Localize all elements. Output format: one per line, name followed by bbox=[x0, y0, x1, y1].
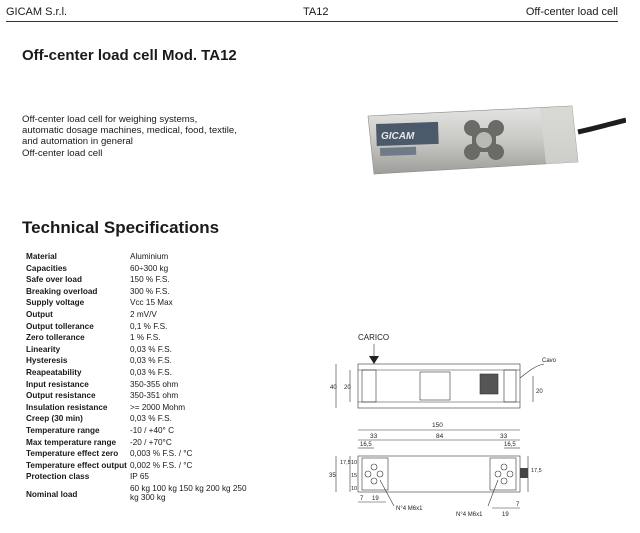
dim-33-right: 33 bbox=[500, 433, 508, 440]
thread-callout-right: N°4 M6x1 bbox=[456, 512, 483, 518]
spec-value: -20 / +70°C bbox=[130, 437, 172, 447]
model-code: TA12 bbox=[303, 6, 329, 18]
description-line: and automation in general bbox=[22, 136, 133, 148]
spec-value: Aluminium bbox=[130, 252, 169, 261]
spec-value: -10 / +40° C bbox=[130, 425, 175, 435]
dim-40: 40 bbox=[330, 385, 337, 391]
thread-callout-left: N°4 M6x1 bbox=[396, 506, 423, 512]
dim-35: 35 bbox=[329, 473, 336, 479]
specs-heading: Technical Specifications bbox=[22, 218, 220, 237]
spec-label: Zero tollerance bbox=[26, 333, 85, 343]
spec-value: >= 2000 Mohm bbox=[130, 402, 186, 412]
spec-label: Output resistance bbox=[26, 391, 96, 401]
description-line: automatic dosage machines, medical, food… bbox=[22, 125, 237, 137]
dim-84: 84 bbox=[436, 433, 444, 440]
spec-label: Capacities bbox=[26, 263, 67, 273]
spec-label: Insulation resistance bbox=[26, 402, 108, 412]
dim-17-5-right: 17,5 bbox=[531, 468, 542, 474]
description-line: Off-center load cell for weighing system… bbox=[22, 114, 198, 125]
spec-label: Reapeatability bbox=[26, 367, 82, 377]
spec-label: Output bbox=[26, 309, 53, 319]
load-arrow-icon bbox=[369, 356, 379, 364]
description-line: Off-center load cell bbox=[22, 147, 103, 159]
spec-label: Input resistance bbox=[26, 379, 89, 389]
load-cell-photo: GICAM bbox=[367, 105, 626, 175]
spec-value: 0,002 % F.S. / °C bbox=[130, 460, 193, 470]
spec-value: 0,03 % F.S. bbox=[130, 367, 172, 377]
company-name: GICAM S.r.l. bbox=[6, 6, 68, 18]
dim-150: 150 bbox=[432, 422, 443, 429]
dim-10-top: 10 bbox=[351, 460, 357, 466]
page-title: Off-center load cell Mod. TA12 bbox=[22, 47, 237, 64]
spec-label: Output tollerance bbox=[26, 321, 94, 331]
spec-value: 150 % F.S. bbox=[130, 275, 170, 285]
spec-label: Breaking overload bbox=[26, 286, 98, 296]
dim-19-left: 19 bbox=[372, 496, 379, 502]
spec-value: 0,03 % F.S. bbox=[130, 344, 172, 354]
spec-value: 2 mV/V bbox=[130, 309, 157, 319]
product-category: Off-center load cell bbox=[525, 6, 618, 18]
spec-value: 0,1 % F.S. bbox=[130, 321, 168, 331]
spec-label: Temperature range bbox=[26, 425, 100, 435]
spec-label: Safe over load bbox=[26, 275, 82, 285]
spec-value: 60 kg 100 kg 150 kg 200 kg 250 kg 300 kg bbox=[130, 483, 247, 503]
dim-33-left: 33 bbox=[370, 433, 378, 440]
spec-label: Temperature effect output bbox=[26, 460, 127, 470]
spec-label: Creep (30 min) bbox=[26, 414, 83, 424]
dim-16-5-left: 16,5 bbox=[360, 442, 372, 448]
dim-16-5-right: 16,5 bbox=[504, 442, 516, 448]
dim-20: 20 bbox=[344, 385, 351, 391]
dim-10-bottom: 10 bbox=[351, 486, 357, 492]
spec-label: Nominal load bbox=[26, 489, 78, 499]
spec-value: 0,003 % F.S. / °C bbox=[130, 449, 193, 459]
dim-15: 15 bbox=[351, 473, 357, 479]
technical-drawing: CARICO Cavo 40 20 20 150 33 84 33 16,5 1… bbox=[329, 333, 557, 518]
spec-value: Vcc 15 Max bbox=[130, 298, 173, 308]
page-header: GICAM S.r.l. TA12 Off-center load cell bbox=[6, 5, 618, 22]
dim-7-right: 7 bbox=[516, 502, 520, 508]
spec-value: 300 % F.S. bbox=[130, 286, 170, 296]
spec-label: Supply voltage bbox=[26, 298, 85, 308]
spec-label: Material bbox=[26, 252, 57, 261]
side-view-body bbox=[357, 363, 521, 409]
spec-label: Hysteresis bbox=[26, 356, 68, 366]
product-description: Off-center load cell for weighing system… bbox=[22, 114, 237, 159]
photo-brand-label: GICAM bbox=[381, 131, 415, 142]
dim-17-5: 17,5 bbox=[340, 460, 351, 466]
carico-label: CARICO bbox=[358, 333, 389, 342]
spec-label: Protection class bbox=[26, 472, 90, 482]
spec-label: Linearity bbox=[26, 344, 61, 354]
spec-value: 350-351 ohm bbox=[130, 391, 179, 401]
spec-value: IP 65 bbox=[130, 472, 149, 482]
spec-label: Temperature effect zero bbox=[26, 449, 119, 459]
spec-label: Max temperature range bbox=[26, 437, 117, 447]
dim-7-left: 7 bbox=[360, 496, 364, 502]
dim-20-right: 20 bbox=[536, 389, 543, 395]
spec-value: 0,03 % F.S. bbox=[130, 414, 172, 424]
cavo-label: Cavo bbox=[542, 358, 557, 364]
spec-value: 60÷300 kg bbox=[130, 263, 169, 273]
dim-19-right: 19 bbox=[502, 512, 509, 518]
spec-value: 1 % F.S. bbox=[130, 333, 161, 343]
spec-value: 0,03 % F.S. bbox=[130, 356, 172, 366]
spec-value: 350-355 ohm bbox=[130, 379, 179, 389]
